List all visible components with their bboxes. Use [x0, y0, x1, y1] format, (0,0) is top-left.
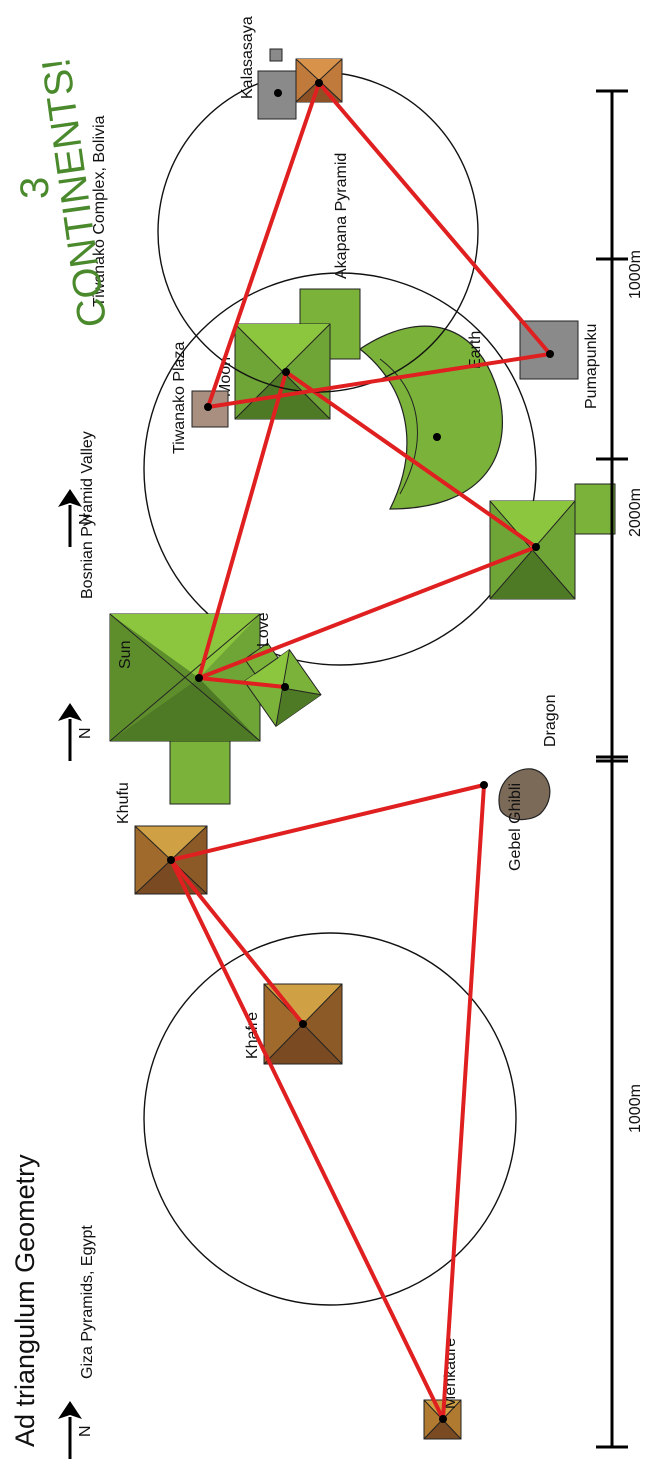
- akapana-point: [315, 79, 323, 87]
- giza-scale-label: 1000m: [627, 1084, 644, 1133]
- kalasasaya-annex: [269, 48, 283, 62]
- pumapunku-point: [546, 350, 554, 358]
- khufu-label: Khufu: [115, 782, 132, 824]
- tiwanaku-scale-bar: 1000m: [596, 89, 644, 461]
- sun-pyramid: [109, 613, 261, 805]
- earth-label: Earth: [467, 331, 484, 369]
- khufu-point: [167, 856, 175, 864]
- tiwanaku-north-label: N: [77, 513, 94, 525]
- khufu-pyramid: [134, 825, 208, 895]
- gebel-ghibli-hill: [498, 768, 551, 821]
- dragon-point: [532, 543, 540, 551]
- bosnia-triangle: [197, 370, 538, 680]
- tiwanaku-scale-label: 1000m: [627, 250, 644, 299]
- pumapunku-label: Pumapunku: [583, 324, 600, 409]
- gebel-ghibli-point: [480, 781, 488, 789]
- kalasasaya-label: Kalasasaya: [239, 16, 256, 99]
- gebel-ghibli-label: Gebel Ghibli: [507, 783, 524, 871]
- khafre-pyramid: [263, 983, 343, 1065]
- giza-khafre-line: [169, 858, 305, 1026]
- giza-panel: Giza Pyramids, Egypt Khufu: [58, 755, 644, 1459]
- kalasasaya-point: [274, 89, 282, 97]
- diagram-title: Ad triangulum Geometry: [10, 1154, 40, 1447]
- headline-number: 3: [13, 177, 57, 199]
- earth-point: [433, 433, 441, 441]
- bosnia-love-line: [198, 676, 286, 689]
- khafre-label: Khafre: [244, 1012, 261, 1059]
- love-label: Love: [255, 612, 272, 647]
- dragon-label: Dragon: [542, 695, 559, 747]
- menkaure-point: [439, 1415, 447, 1423]
- giza-scale-bar: 1000m: [596, 755, 644, 1449]
- dragon-pyramid: [489, 483, 616, 600]
- bosnia-site-label: Bosnian Pyramid Valley: [79, 431, 96, 599]
- giza-circle: [143, 932, 517, 1306]
- tiwanaku-north-arrow: N: [58, 489, 94, 547]
- giza-triangle: [169, 783, 486, 1421]
- bosnia-north-arrow: N: [58, 703, 94, 761]
- giza-site-label: Giza Pyramids, Egypt: [79, 1225, 96, 1379]
- plaza-point: [204, 403, 212, 411]
- bosnia-north-label: N: [77, 727, 94, 739]
- khafre-point: [299, 1020, 307, 1028]
- bosnia-scale-label: 2000m: [627, 488, 644, 537]
- tiwanaku-site-label: Tiwanako Complex, Bolivia: [91, 115, 108, 307]
- giza-north-arrow: N: [58, 1401, 94, 1459]
- sun-point: [195, 674, 203, 682]
- sun-label: Sun: [117, 641, 134, 669]
- love-point: [281, 683, 289, 691]
- moon-point: [282, 368, 290, 376]
- tiwanaku-panel: N Tiwanako Complex, Bolivia Tiwanako Pla…: [13, 16, 644, 547]
- giza-north-label: N: [77, 1425, 94, 1437]
- tiwanaku-triangle: [206, 81, 552, 409]
- bosnia-circle: [143, 272, 537, 666]
- akapana-label: Akapana Pyramid: [333, 153, 350, 279]
- tiwanako-plaza-label: Tiwanako Plaza: [171, 342, 188, 454]
